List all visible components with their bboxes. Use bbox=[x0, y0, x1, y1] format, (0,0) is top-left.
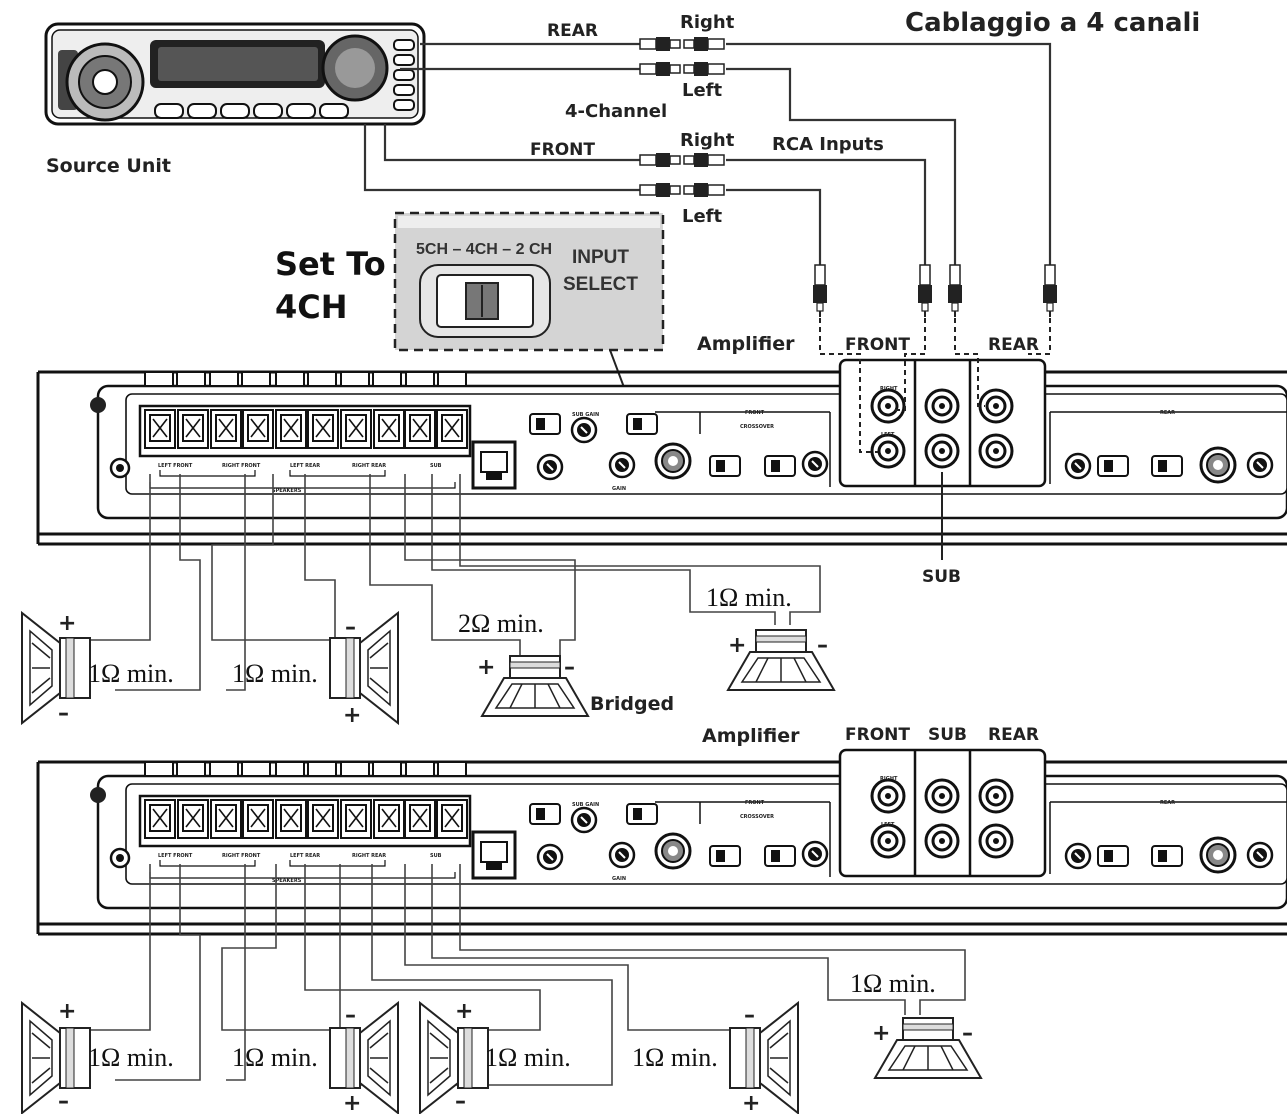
amp2-left-front-label: LEFT FRONT bbox=[158, 853, 193, 859]
amplifier-1-sub-label: SUB bbox=[922, 567, 961, 587]
amplifier-1-body bbox=[38, 360, 1287, 544]
four-channel-label: 4-Channel bbox=[565, 101, 667, 122]
rca-rear-label: REAR bbox=[547, 21, 598, 41]
load-right-rear-2: 1Ω min. bbox=[632, 1043, 718, 1072]
rca-rear-left-label: Left bbox=[682, 80, 723, 101]
amp1-gain-label: GAIN bbox=[612, 486, 626, 492]
polarity-plus: + bbox=[742, 1091, 760, 1114]
amplifier-1-label: Amplifier bbox=[697, 333, 795, 355]
polarity-plus: + bbox=[58, 999, 76, 1024]
source-unit bbox=[44, 22, 426, 126]
polarity-plus: + bbox=[728, 633, 746, 658]
amp1-rear-section-label: REAR bbox=[1160, 410, 1175, 416]
input-select-label-line1: INPUT bbox=[572, 247, 629, 268]
amplifier-2-label: Amplifier bbox=[702, 725, 800, 747]
amp2-right-front-label: RIGHT FRONT bbox=[222, 853, 261, 859]
speaker-left-rear-2 bbox=[419, 1002, 489, 1114]
polarity-minus: – bbox=[345, 615, 356, 640]
polarity-minus: – bbox=[744, 1003, 755, 1028]
amplifier-1-speaker-wiring bbox=[88, 474, 821, 691]
rca-front-left-label: Left bbox=[682, 206, 723, 227]
load-bridged: 2Ω min. bbox=[458, 609, 544, 638]
polarity-minus: – bbox=[455, 1089, 466, 1114]
amp2-speakers-label: SPEAKERS bbox=[272, 878, 302, 884]
amp1-speakers-label: SPEAKERS bbox=[272, 488, 302, 494]
rca-connector-front-left bbox=[639, 182, 725, 198]
amp2-left-rear-label: LEFT REAR bbox=[290, 853, 320, 859]
amp1-front-section-label: FRONT bbox=[745, 410, 765, 416]
polarity-plus: + bbox=[477, 655, 495, 680]
polarity-plus: + bbox=[343, 1091, 361, 1114]
amplifier-2-body bbox=[38, 750, 1287, 934]
amp2-sub-gain-label: SUB GAIN bbox=[572, 802, 599, 808]
input-select-label-line2: SELECT bbox=[563, 274, 638, 295]
load-sub-1: 1Ω min. bbox=[706, 583, 792, 612]
source-unit-label: Source Unit bbox=[46, 155, 171, 177]
set-to-value: 4CH bbox=[275, 288, 348, 326]
load-right-front-1: 1Ω min. bbox=[232, 659, 318, 688]
polarity-plus: + bbox=[343, 703, 361, 728]
amp1-jack-left-label: LEFT bbox=[881, 432, 895, 438]
amplifier-1-rear-label: REAR bbox=[988, 335, 1039, 355]
load-right-front-2: 1Ω min. bbox=[232, 1043, 318, 1072]
input-select-callout bbox=[393, 211, 665, 399]
load-left-front-2: 1Ω min. bbox=[88, 1043, 174, 1072]
speaker-left-front-2 bbox=[21, 1002, 91, 1114]
input-select-modes: 5CH – 4CH – 2 CH bbox=[416, 241, 552, 258]
amp1-jack-right-label: RIGHT bbox=[880, 386, 898, 392]
polarity-minus: – bbox=[564, 655, 575, 680]
rca-connector-rear-left bbox=[639, 61, 725, 77]
rca-front-label: FRONT bbox=[530, 140, 595, 160]
polarity-minus: – bbox=[58, 1089, 69, 1114]
amp1-left-rear-label: LEFT REAR bbox=[290, 463, 320, 469]
amp2-gain-label: GAIN bbox=[612, 876, 626, 882]
rca-connector-rear-right bbox=[639, 36, 725, 52]
load-left-rear-2: 1Ω min. bbox=[485, 1043, 571, 1072]
amplifier-1-front-label: FRONT bbox=[845, 335, 910, 355]
speaker-right-front-1 bbox=[329, 612, 399, 724]
amp2-jack-right-label: RIGHT bbox=[880, 776, 898, 782]
polarity-minus: – bbox=[962, 1021, 973, 1046]
amp2-crossover-label: CROSSOVER bbox=[740, 814, 774, 820]
rca-front-right-label: Right bbox=[680, 130, 735, 151]
set-to-label: Set To bbox=[275, 245, 386, 283]
polarity-plus: + bbox=[58, 611, 76, 636]
amp2-right-rear-label: RIGHT REAR bbox=[352, 853, 386, 859]
amp2-rear-section-label: REAR bbox=[1160, 800, 1175, 806]
amp1-sub-label: SUB bbox=[430, 463, 442, 469]
amp1-crossover-label: CROSSOVER bbox=[740, 424, 774, 430]
speaker-right-rear-2 bbox=[729, 1002, 799, 1114]
load-left-front-1: 1Ω min. bbox=[88, 659, 174, 688]
diagram-title: Cablaggio a 4 canali bbox=[905, 8, 1200, 38]
amp2-sub-label: SUB bbox=[430, 853, 442, 859]
rca-inputs-label: RCA Inputs bbox=[772, 134, 884, 155]
amplifier-2-speaker-wiring bbox=[88, 864, 966, 1086]
speaker-left-front-1 bbox=[21, 612, 91, 724]
amp1-right-rear-label: RIGHT REAR bbox=[352, 463, 386, 469]
polarity-minus: – bbox=[345, 1003, 356, 1028]
amp1-sub-gain-label: SUB GAIN bbox=[572, 412, 599, 418]
rca-cables bbox=[363, 36, 1058, 318]
polarity-plus: + bbox=[872, 1021, 890, 1046]
amplifier-2-rear-label: REAR bbox=[988, 725, 1039, 745]
amp2-front-section-label: FRONT bbox=[745, 800, 765, 806]
amplifier-2-sub-label: SUB bbox=[928, 725, 967, 745]
amp2-jack-left-label: LEFT bbox=[881, 822, 895, 828]
amplifier-1-routing bbox=[819, 318, 1051, 453]
rca-connector-front-right bbox=[639, 152, 725, 168]
polarity-minus: – bbox=[58, 701, 69, 726]
bridged-label: Bridged bbox=[590, 693, 674, 715]
amplifier-2-front-label: FRONT bbox=[845, 725, 910, 745]
polarity-plus: + bbox=[455, 999, 473, 1024]
polarity-minus: – bbox=[817, 633, 828, 658]
load-sub-2: 1Ω min. bbox=[850, 969, 936, 998]
rca-rear-right-label: Right bbox=[680, 12, 735, 33]
amp1-left-front-label: LEFT FRONT bbox=[158, 463, 193, 469]
amp1-right-front-label: RIGHT FRONT bbox=[222, 463, 261, 469]
